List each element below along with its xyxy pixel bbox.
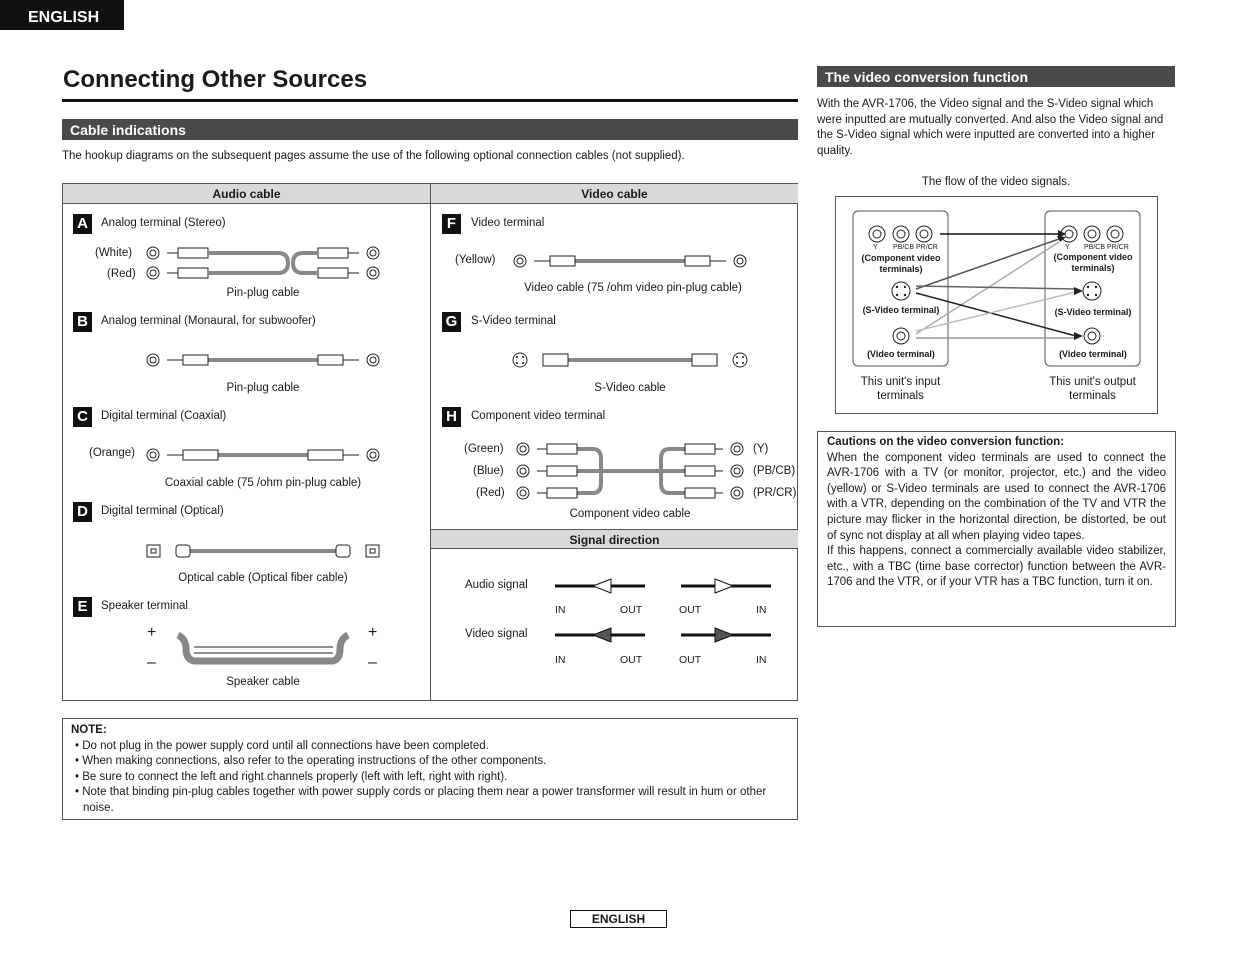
item-c-title: Digital terminal (Coaxial) xyxy=(101,410,227,422)
cable-indications-heading: Cable indications xyxy=(62,119,798,140)
output-terminals-caption: This unit's output terminals xyxy=(1049,376,1136,402)
column-divider xyxy=(430,184,431,700)
video-cable-header: Video cable xyxy=(431,184,798,204)
item-h-caption: Component video cable xyxy=(569,508,691,520)
title-rule xyxy=(62,99,798,102)
caution-paragraph-2: If this happens, connect a commercially … xyxy=(827,545,1166,589)
plus-right: + xyxy=(368,624,378,641)
language-tab: ENGLISH xyxy=(0,0,124,30)
output-s-video-label: (S-Video terminal) xyxy=(1054,307,1132,317)
input-s-video-label: (S-Video terminal) xyxy=(862,305,940,315)
item-c-caption: Coaxial cable (75 /ohm pin-plug cable) xyxy=(164,477,362,489)
audio-signal-label: Audio signal xyxy=(465,579,528,591)
letter-e: E xyxy=(73,597,92,617)
pr-cr-label: (PR/CR) xyxy=(753,487,797,499)
mono-pin-plug-cable-diagram xyxy=(146,353,380,367)
output-video-label: (Video terminal) xyxy=(1059,349,1127,359)
cable-intro-text: The hookup diagrams on the subsequent pa… xyxy=(62,150,685,162)
audio-out-right: OUT xyxy=(679,604,702,616)
speaker-cable-diagram xyxy=(176,631,350,665)
video-out-right: OUT xyxy=(679,654,702,666)
audio-in-left: IN xyxy=(555,604,566,616)
letter-g: G xyxy=(442,312,461,332)
video-in-right: IN xyxy=(756,654,767,666)
white-label: (White) xyxy=(95,247,133,259)
item-d-caption: Optical cable (Optical fiber cable) xyxy=(178,572,348,584)
item-b-caption: Pin-plug cable xyxy=(226,382,300,394)
minus-left: – xyxy=(147,654,156,671)
caution-box: Cautions on the video conversion functio… xyxy=(817,431,1176,627)
signal-direction-arrows xyxy=(555,578,771,643)
caution-paragraph-1: When the component video terminals are u… xyxy=(827,451,1166,542)
out-pb-label: PB/CB xyxy=(1084,244,1106,251)
letter-c: C xyxy=(73,407,92,427)
video-out-left: OUT xyxy=(620,654,643,666)
green-label: (Green) xyxy=(464,443,504,455)
note-item: • Note that binding pin-plug cables toge… xyxy=(75,786,767,814)
item-f-caption: Video cable (75 /ohm video pin-plug cabl… xyxy=(524,282,742,294)
video-conversion-text: With the AVR-1706, the Video signal and … xyxy=(817,98,1164,157)
flow-caption: The flow of the video signals. xyxy=(921,176,1071,188)
audio-in-right: IN xyxy=(756,604,767,616)
orange-label: (Orange) xyxy=(89,447,136,459)
output-component-label: (Component video terminals) xyxy=(1053,252,1133,273)
note-box: NOTE: • Do not plug in the power supply … xyxy=(62,718,798,820)
coaxial-cable-diagram xyxy=(146,448,380,462)
video-conversion-heading: The video conversion function xyxy=(817,66,1175,87)
audio-cable-header: Audio cable xyxy=(63,184,430,204)
video-flow-graphic xyxy=(852,210,1141,367)
caution-heading: Cautions on the video conversion functio… xyxy=(827,436,1065,448)
letter-b: B xyxy=(73,312,92,332)
item-e-caption: Speaker cable xyxy=(226,676,300,688)
item-g-title: S-Video terminal xyxy=(471,315,556,327)
note-item: • Be sure to connect the left and right … xyxy=(75,770,508,783)
red-component-label: (Red) xyxy=(476,487,505,499)
stereo-pin-plug-cable-diagram xyxy=(146,246,380,280)
component-video-cable-diagram xyxy=(516,442,744,500)
item-a-caption: Pin-plug cable xyxy=(226,287,300,299)
letter-a: A xyxy=(73,214,92,234)
blue-label: (Blue) xyxy=(473,465,504,477)
input-component-label: (Component video terminals) xyxy=(861,253,941,274)
cable-table: Audio cable Video cable A Analog termina… xyxy=(62,183,798,701)
item-a-title: Analog terminal (Stereo) xyxy=(101,217,226,229)
signal-direction-header: Signal direction xyxy=(431,529,798,549)
page-title: Connecting Other Sources xyxy=(63,66,368,93)
in-y-label: Y xyxy=(873,244,878,251)
out-pr-label: PR/CR xyxy=(1107,244,1129,251)
minus-right: – xyxy=(368,654,377,671)
in-pr-label: PR/CR xyxy=(916,244,938,251)
input-terminals-caption: This unit's input terminals xyxy=(860,376,941,402)
video-flow-diagram: Y PB/CB PR/CR Y PB/CB PR/CR (Component v… xyxy=(835,196,1158,414)
red-label: (Red) xyxy=(107,268,136,280)
letter-f: F xyxy=(442,214,461,234)
note-item: • Do not plug in the power supply cord u… xyxy=(75,739,489,752)
note-item: • When making connections, also refer to… xyxy=(75,755,547,767)
note-heading: NOTE: xyxy=(71,724,107,736)
item-e-title: Speaker terminal xyxy=(101,600,188,612)
footer-language-label: ENGLISH xyxy=(570,910,667,928)
input-video-label: (Video terminal) xyxy=(867,349,935,359)
video-signal-label: Video signal xyxy=(465,628,528,640)
item-d-title: Digital terminal (Optical) xyxy=(101,505,224,517)
audio-out-left: OUT xyxy=(620,604,643,616)
video-cable-diagram xyxy=(513,254,747,268)
optical-cable-diagram xyxy=(146,544,380,558)
video-in-left: IN xyxy=(555,654,566,666)
item-f-title: Video terminal xyxy=(471,217,545,229)
out-y-label: Y xyxy=(1065,244,1070,251)
item-h-title: Component video terminal xyxy=(471,410,606,422)
letter-h: H xyxy=(442,407,461,427)
item-g-caption: S-Video cable xyxy=(594,382,666,394)
pb-cb-label: (PB/CB) xyxy=(753,465,796,477)
in-pb-label: PB/CB xyxy=(893,244,915,251)
letter-d: D xyxy=(73,502,92,522)
yellow-label: (Yellow) xyxy=(455,254,496,266)
s-video-cable-diagram xyxy=(512,352,748,368)
y-label: (Y) xyxy=(753,443,769,455)
plus-left: + xyxy=(147,624,157,641)
item-b-title: Analog terminal (Monaural, for subwoofer… xyxy=(101,315,316,327)
